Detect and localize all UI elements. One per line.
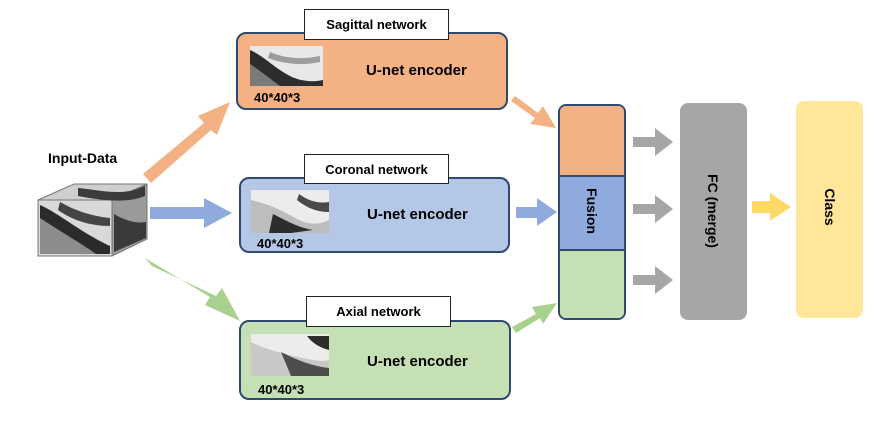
arrow-fusion-to-fc-1 <box>633 128 673 156</box>
arrow-fc-to-class <box>752 193 791 221</box>
axial-slice-thumbnail <box>251 334 329 376</box>
fusion-segment-axial <box>560 251 624 318</box>
input-data-label: Input-Data <box>48 150 118 166</box>
arrow-sagittal-to-fusion <box>511 96 556 128</box>
sagittal-network-box: 40*40*3 U-net encoder <box>236 32 508 110</box>
arrow-fusion-to-fc-3 <box>633 266 673 294</box>
fusion-segment-coronal <box>560 177 624 251</box>
coronal-network-title: Coronal network <box>304 154 449 184</box>
fusion-segment-sagittal <box>560 106 624 177</box>
fusion-label: Fusion <box>584 188 600 234</box>
arrow-coronal-to-fusion <box>516 198 557 226</box>
coronal-network-box: 40*40*3 U-net encoder <box>239 177 510 253</box>
coronal-encoder-label: U-net encoder <box>367 206 468 223</box>
arrow-fusion-to-fc-2 <box>633 195 673 223</box>
fusion-block <box>558 104 626 320</box>
class-block <box>796 101 863 318</box>
coronal-slice-thumbnail <box>251 190 329 233</box>
fc-block <box>680 103 747 320</box>
coronal-input-size: 40*40*3 <box>257 236 304 251</box>
axial-encoder-label: U-net encoder <box>367 353 468 370</box>
sagittal-network-title: Sagittal network <box>304 9 449 40</box>
fc-label: FC (merge) <box>705 174 721 248</box>
axial-network-title: Axial network <box>306 296 451 327</box>
axial-input-size: 40*40*3 <box>258 382 305 397</box>
arrow-input-to-sagittal <box>143 102 230 183</box>
sagittal-encoder-label: U-net encoder <box>366 62 467 79</box>
input-volume-cube <box>37 183 148 257</box>
sagittal-input-size: 40*40*3 <box>254 90 301 105</box>
axial-network-box: 40*40*3 U-net encoder <box>239 320 511 400</box>
arrow-input-to-axial <box>145 258 240 321</box>
arrow-input-to-coronal <box>150 198 232 228</box>
class-label: Class <box>822 188 838 226</box>
arrow-axial-to-fusion <box>512 303 557 333</box>
sagittal-slice-thumbnail <box>250 46 323 86</box>
